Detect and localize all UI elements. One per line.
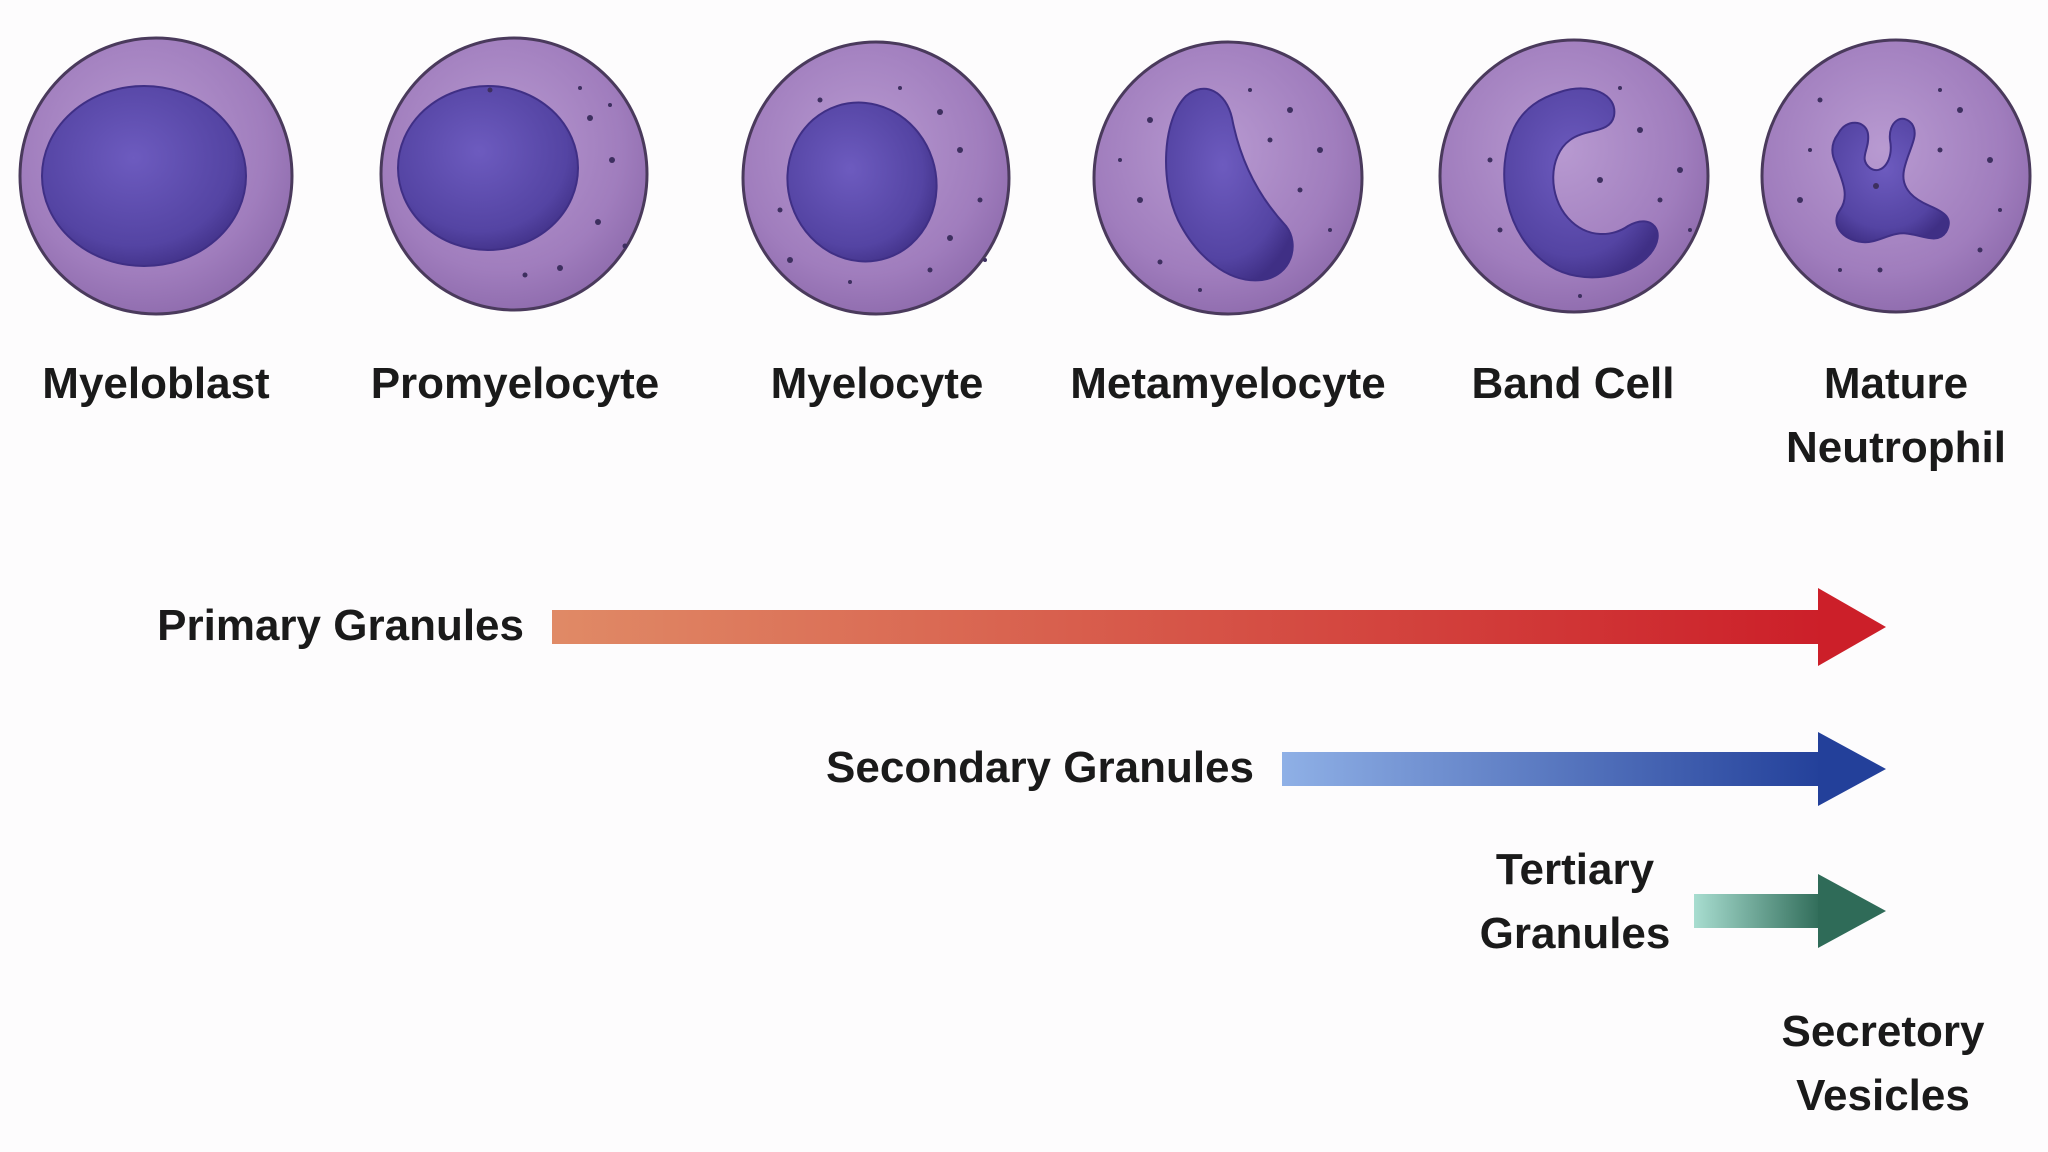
stage-label-band-cell: Band Cell [1471, 359, 1675, 408]
secondary-granules-arrow [1282, 732, 1886, 806]
stage-label-metamyelocyte: Metamyelocyte [1070, 359, 1386, 408]
primary-granules-arrow [552, 588, 1886, 666]
stage-label-myelocyte: Myelocyte [770, 359, 984, 408]
secretory-vesicles-line2: Vesicles [1796, 1071, 1970, 1120]
secretory-vesicles-line1: Secretory [1781, 1007, 1985, 1056]
promyelocyte-cell [379, 36, 649, 312]
band-cell [1438, 38, 1710, 314]
primary-granules-label: Primary Granules [157, 601, 524, 650]
metamyelocyte-cell [1092, 40, 1364, 316]
tertiary-granules-label: Tertiary Granules [1452, 838, 1698, 966]
stage-label-promyelocyte: Promyelocyte [370, 359, 660, 408]
mature-neutrophil-cell [1760, 38, 2032, 314]
tertiary-granules-arrow [1694, 874, 1886, 948]
secretory-vesicles-label: Secretory Vesicles [1748, 1000, 2018, 1128]
tertiary-granules-line2: Granules [1479, 909, 1671, 958]
secondary-granules-label: Secondary Granules [826, 743, 1254, 792]
tertiary-granules-line1: Tertiary [1495, 845, 1655, 894]
stage-label-myeloblast: Myeloblast [42, 359, 270, 408]
stage-label-mature-line1: Mature [1823, 359, 1969, 408]
stage-label-mature-neutrophil: Mature Neutrophil [1770, 352, 2022, 480]
stage-label-mature-line2: Neutrophil [1786, 423, 2006, 472]
myeloblast-cell [18, 36, 294, 316]
myelocyte-cell [741, 40, 1011, 316]
